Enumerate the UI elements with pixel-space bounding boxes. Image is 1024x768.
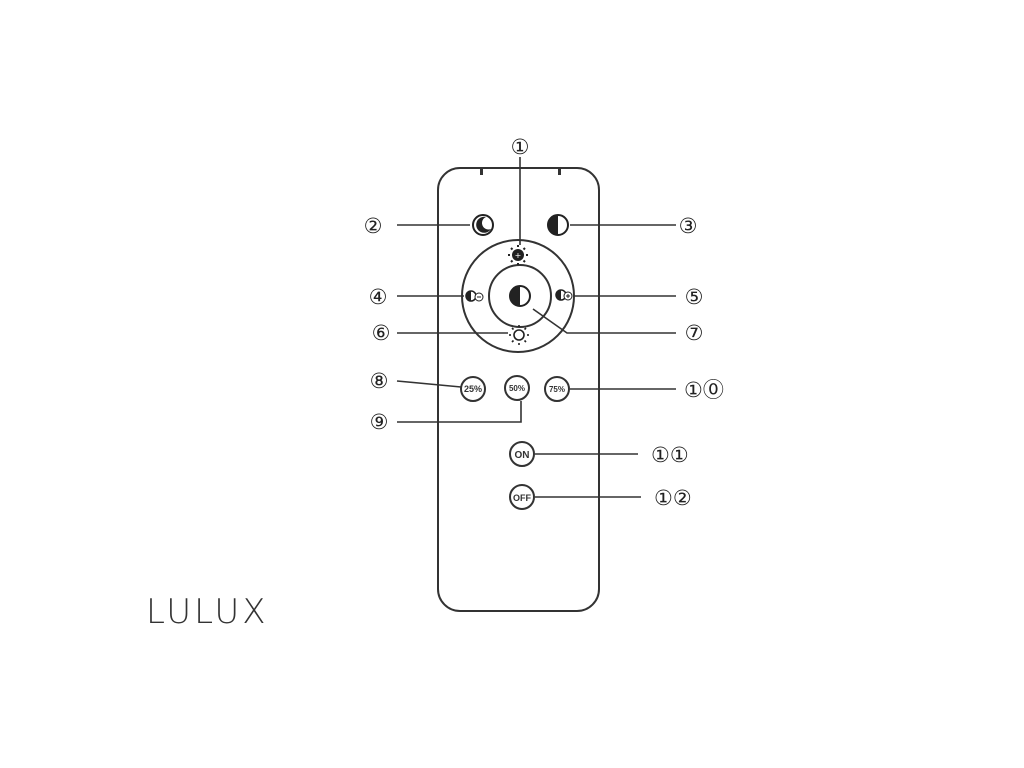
button-75-percent[interactable]: 75%: [544, 376, 570, 402]
callout-7: ⑦: [685, 321, 704, 345]
off-label: OFF: [513, 493, 531, 503]
button-50-percent[interactable]: 50%: [504, 375, 530, 401]
callout-4: ④: [369, 285, 388, 309]
off-button[interactable]: OFF: [509, 484, 535, 510]
button-50-label: 50%: [509, 384, 525, 393]
ir-emitter-left: [480, 169, 483, 175]
callout-3: ③: [679, 214, 698, 238]
brand-logo: LULUX: [146, 592, 269, 632]
callout-11: ①①: [651, 443, 689, 467]
button-75-label: 75%: [549, 385, 565, 394]
button-25-label: 25%: [464, 384, 482, 394]
svg-text:+: +: [515, 251, 522, 260]
half-circle-minus-icon[interactable]: [465, 290, 484, 302]
ir-emitter-right: [558, 169, 561, 175]
callout-2: ②: [364, 214, 383, 238]
on-label: ON: [515, 450, 530, 461]
leader-lines: [396, 157, 676, 498]
callout-8: ⑧: [370, 369, 389, 393]
on-button[interactable]: ON: [509, 441, 535, 467]
callout-9: ⑨: [370, 410, 389, 434]
callout-6: ⑥: [372, 321, 391, 345]
button-25-percent[interactable]: 25%: [460, 376, 486, 402]
callout-5: ⑤: [685, 285, 704, 309]
callout-1: ①: [511, 135, 530, 159]
sun-outline-icon[interactable]: [509, 325, 529, 345]
moon-star-icon[interactable]: ★: [472, 214, 494, 236]
half-circle-plus-icon[interactable]: [555, 289, 573, 301]
center-half-circle-icon: [509, 285, 531, 307]
sun-plus-icon[interactable]: +: [508, 245, 528, 265]
callout-10: ①⓪: [684, 378, 724, 402]
svg-text:★: ★: [477, 217, 483, 225]
callout-12: ①②: [654, 486, 692, 510]
half-circle-icon[interactable]: [547, 214, 569, 236]
